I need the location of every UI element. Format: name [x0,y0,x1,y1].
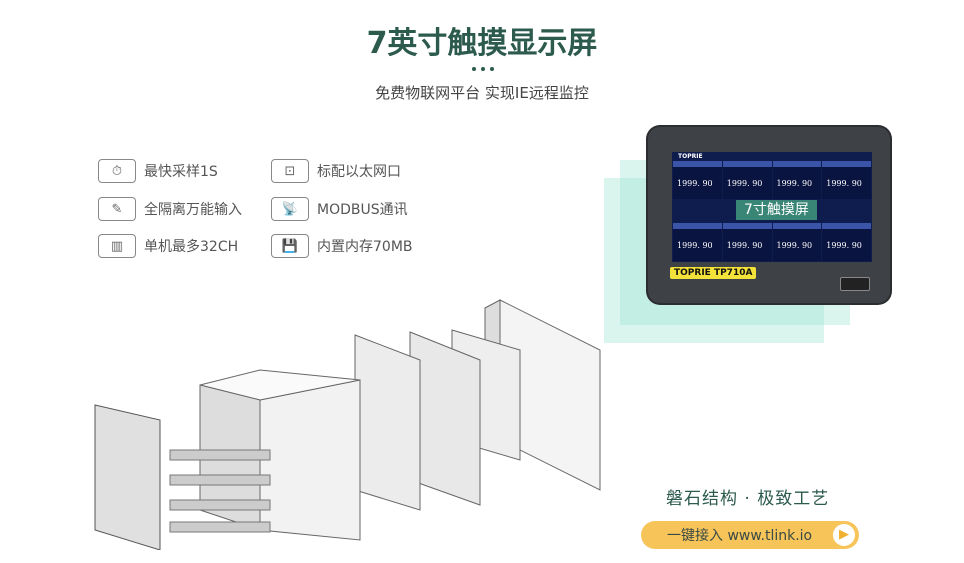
feature-sampling: ⏱ 最快采样1S [98,159,218,183]
slogan: 磐石结构 · 极致工艺 [666,489,830,509]
feature-modbus: 📡 MODBUS通讯 [271,197,408,221]
feature-label: 最快采样1S [144,164,218,180]
stopwatch-icon: ⏱ [98,159,136,183]
channel-reading: 1999. 90 [673,223,722,261]
channel-reading: 1999. 90 [722,223,772,261]
feature-channels: ▥ 单机最多32CH [98,234,238,258]
channel-reading: 1999. 90 [822,223,871,261]
subtitle: 免费物联网平台 实现IE远程监控 [375,84,589,102]
usb-port-icon [840,277,870,291]
divider-dots [472,67,494,71]
feature-label: MODBUS通讯 [317,202,408,218]
model-label: TOPRIE TP710A [670,267,757,279]
feature-label: 内置内存70MB [317,239,413,255]
touch-display-device: TOPRIE 1999. 90 1999. 90 1999. 90 1999. … [648,127,890,303]
feature-input: ✎ 全隔离万能输入 [98,197,242,221]
feature-label: 标配以太网口 [317,164,401,180]
feature-memory: 💾 内置内存70MB [271,234,413,258]
screen-size-badge: 7寸触摸屏 [736,200,817,220]
page-title: 7英寸触摸显示屏 [366,26,598,61]
floppy-icon: 💾 [271,234,309,258]
channel-reading: 1999. 90 [772,223,822,261]
feature-ethernet: ⊡ 标配以太网口 [271,159,401,183]
device-screen[interactable]: TOPRIE 1999. 90 1999. 90 1999. 90 1999. … [672,152,872,262]
connect-button[interactable]: 一键接入 www.tlink.io ▶ [641,521,859,549]
arrow-right-icon: ▶ [833,524,855,546]
feature-label: 全隔离万能输入 [144,202,242,218]
feature-label: 单机最多32CH [144,239,239,255]
channel-reading: 1999. 90 [722,161,772,199]
ethernet-icon: ⊡ [271,159,309,183]
channel-reading: 1999. 90 [822,161,871,199]
channels-icon: ▥ [98,234,136,258]
channel-reading: 1999. 90 [772,161,822,199]
channel-reading: 1999. 90 [673,161,722,199]
exploded-hardware-illustration [94,299,601,550]
pen-icon: ✎ [98,197,136,221]
connect-label: 一键接入 www.tlink.io [667,528,813,544]
antenna-icon: 📡 [271,197,309,221]
screen-brand: TOPRIE [678,153,703,160]
